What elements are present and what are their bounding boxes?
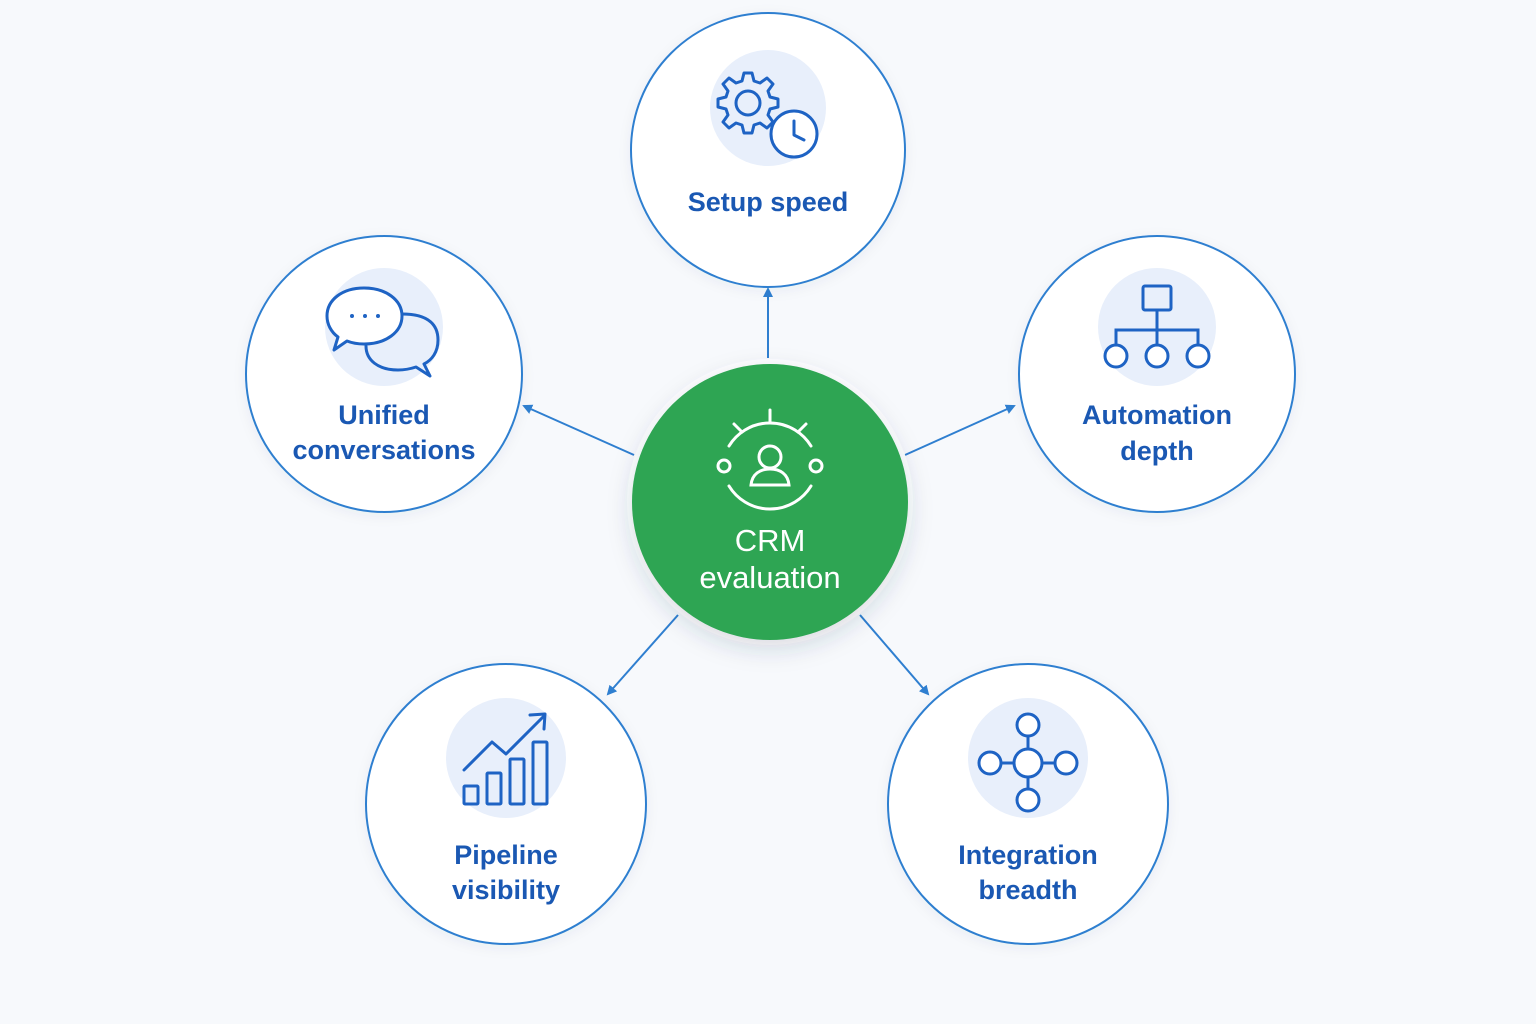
- node-label: Pipeline: [454, 840, 558, 870]
- node-label: Automation: [1082, 400, 1232, 430]
- arrow-to-unified-conversations: [522, 404, 635, 456]
- node-pipeline-visibility: Pipeline visibility: [365, 663, 647, 945]
- arrow-to-integration-breadth: [859, 614, 930, 696]
- node-label: conversations: [292, 435, 475, 465]
- center-node-crm-evaluation: CRM evaluation: [627, 359, 913, 645]
- hub-network-icon: [977, 712, 1079, 813]
- node-label: depth: [1120, 436, 1194, 466]
- node-label: Integration: [958, 840, 1098, 870]
- node-automation-depth: Automation depth: [1018, 235, 1296, 513]
- center-label: evaluation: [699, 560, 840, 595]
- node-label: Unified: [338, 400, 430, 430]
- node-label: Setup speed: [688, 187, 849, 217]
- gear-clock-icon: [716, 71, 819, 159]
- node-setup-speed: Setup speed: [630, 12, 906, 288]
- connectors: [522, 287, 1016, 696]
- node-unified-conversations: Unified conversations: [245, 235, 523, 513]
- growth-chart-icon: [462, 712, 549, 806]
- hierarchy-icon: [1103, 284, 1211, 369]
- arrow-to-pipeline-visibility: [606, 614, 679, 696]
- center-label: CRM: [735, 523, 806, 558]
- target-person-icon: [716, 408, 824, 511]
- node-integration-breadth: Integration breadth: [887, 663, 1169, 945]
- chat-bubbles-icon: [325, 286, 440, 378]
- arrow-to-automation-depth: [904, 404, 1016, 456]
- node-label: visibility: [452, 875, 560, 905]
- node-label: breadth: [978, 875, 1077, 905]
